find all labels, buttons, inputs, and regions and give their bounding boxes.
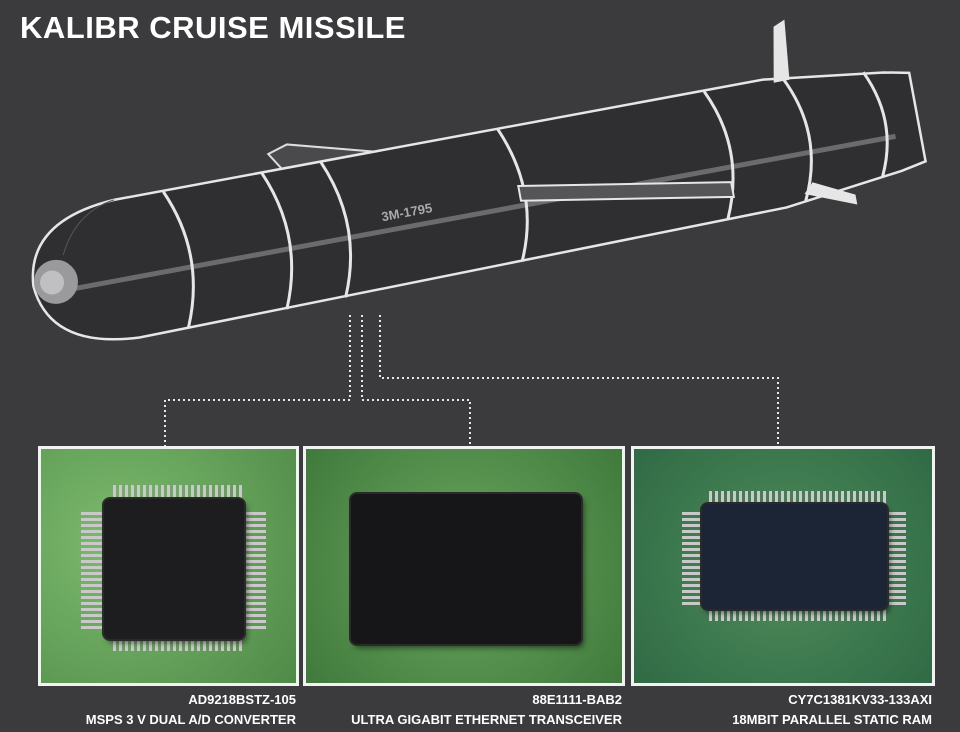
caption-adc: AD9218BSTZ-105 MSPS 3 V DUAL A/D CONVERT…: [38, 690, 296, 730]
part-description: MSPS 3 V DUAL A/D CONVERTER: [85, 712, 296, 727]
chip-photo-sram: [631, 446, 935, 686]
wing-lower: [517, 181, 736, 202]
part-description: 18MBIT PARALLEL STATIC RAM: [732, 712, 932, 727]
part-number: CY7C1381KV33-133AXI: [788, 692, 932, 707]
connector-3: [379, 315, 779, 446]
caption-ethernet: 88E1111-BAB2 ULTRA GIGABIT ETHERNET TRAN…: [303, 690, 622, 730]
connector-1: [164, 315, 351, 446]
chip-photo-adc: [38, 446, 299, 686]
caption-sram: CY7C1381KV33-133AXI 18MBIT PARALLEL STAT…: [631, 690, 932, 730]
chip-photo-ethernet: [303, 446, 625, 686]
connector-2: [361, 315, 471, 446]
page-title: KALIBR CRUISE MISSILE: [20, 10, 406, 45]
part-number: AD9218BSTZ-105: [188, 692, 296, 707]
connector-lines: [164, 315, 779, 446]
missile-body: 3M-1795: [31, 19, 927, 341]
part-description: ULTRA GIGABIT ETHERNET TRANSCEIVER: [351, 712, 622, 727]
part-number: 88E1111-BAB2: [532, 692, 622, 707]
